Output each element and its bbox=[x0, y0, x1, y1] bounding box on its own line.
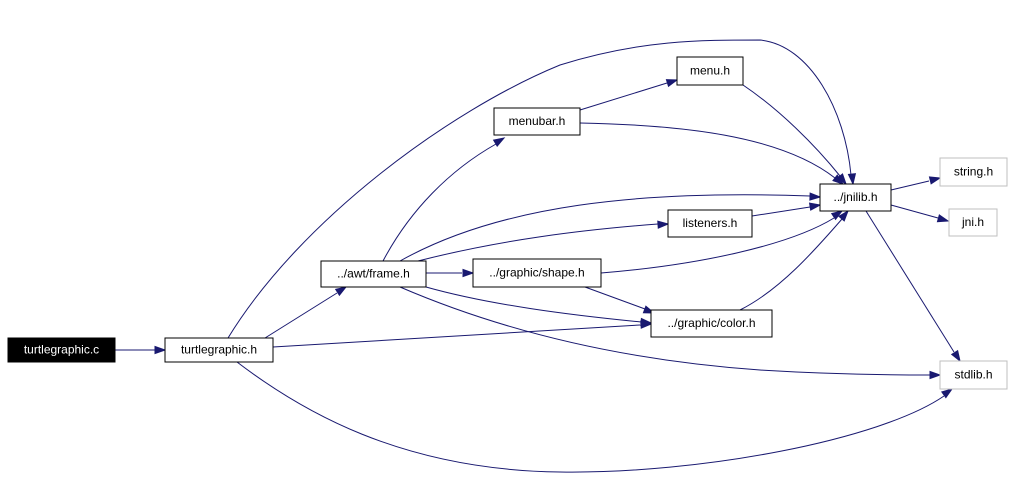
edge-turtlegraphic-h-to-color-h bbox=[272, 320, 653, 348]
edge-frame-h-to-stdlib-h bbox=[399, 286, 942, 380]
edge-turtlegraphic-c-to-turtlegraphic-h bbox=[115, 345, 167, 355]
arrowhead bbox=[462, 268, 475, 278]
node-label: turtlegraphic.h bbox=[181, 343, 257, 357]
arrowhead bbox=[809, 192, 822, 201]
node-label: ../awt/frame.h bbox=[337, 267, 410, 281]
edge-frame-h-to-listeners-h bbox=[417, 220, 670, 262]
edge-menubar-h-to-menu-h bbox=[579, 79, 679, 111]
edge-frame-h-to-jnilib-h bbox=[399, 192, 822, 262]
node-label: menubar.h bbox=[509, 114, 566, 128]
node-turtlegraphic-h[interactable]: turtlegraphic.h bbox=[164, 337, 274, 363]
edge-turtlegraphic-h-to-stdlib-h bbox=[236, 361, 954, 473]
node-label: jni.h bbox=[961, 215, 984, 229]
edge-listeners-h-to-jnilib-h bbox=[751, 202, 822, 217]
node-label: string.h bbox=[954, 165, 993, 179]
edge-shape-h-to-jnilib-h bbox=[600, 210, 844, 274]
arrowhead bbox=[640, 317, 653, 327]
edge-turtlegraphic-h-to-frame-h bbox=[264, 286, 348, 339]
edge-color-h-to-jnilib-h bbox=[739, 209, 849, 311]
arrowhead bbox=[657, 220, 670, 229]
arrowhead bbox=[847, 173, 857, 186]
node-string-h[interactable]: string.h bbox=[939, 157, 1008, 187]
node-listeners-h[interactable]: listeners.h bbox=[667, 209, 753, 238]
node-shape-h[interactable]: ../graphic/shape.h bbox=[472, 258, 602, 288]
node-stdlib-h[interactable]: stdlib.h bbox=[939, 360, 1008, 390]
node-turtlegraphic-c: turtlegraphic.c bbox=[7, 337, 116, 363]
node-label: turtlegraphic.c bbox=[24, 343, 99, 357]
node-jnilib-h[interactable]: ../jnilib.h bbox=[819, 183, 892, 212]
edge-menu-h-to-jnilib-h bbox=[742, 84, 847, 186]
edge-jnilib-h-to-stdlib-h bbox=[865, 210, 961, 363]
edge-shape-h-to-color-h bbox=[584, 286, 656, 314]
arrowhead bbox=[665, 79, 679, 88]
node-menu-h[interactable]: menu.h bbox=[676, 56, 744, 86]
arrowhead bbox=[928, 176, 942, 185]
node-menubar-h[interactable]: menubar.h bbox=[493, 107, 581, 136]
arrowhead bbox=[808, 202, 822, 211]
arrowhead bbox=[950, 349, 961, 363]
node-label: ../graphic/shape.h bbox=[489, 266, 584, 280]
arrowhead bbox=[492, 137, 506, 147]
arrowhead bbox=[929, 370, 942, 380]
node-label: ../jnilib.h bbox=[833, 190, 877, 204]
edge-turtlegraphic-h-to-jnilib-h bbox=[227, 39, 857, 339]
edge-jnilib-h-to-string-h bbox=[890, 176, 942, 191]
node-label: ../graphic/color.h bbox=[667, 316, 755, 330]
node-color-h[interactable]: ../graphic/color.h bbox=[650, 309, 773, 338]
arrowhead bbox=[941, 388, 954, 399]
edge-menubar-h-to-jnilib-h bbox=[579, 122, 845, 185]
arrowhead bbox=[838, 209, 849, 222]
edge-frame-h-to-color-h bbox=[425, 286, 653, 327]
edge-jnilib-h-to-jni-h bbox=[890, 204, 950, 223]
node-jni-h[interactable]: jni.h bbox=[948, 208, 998, 237]
node-frame-h[interactable]: ../awt/frame.h bbox=[320, 260, 427, 288]
arrowhead bbox=[836, 173, 847, 186]
arrowhead bbox=[830, 210, 844, 221]
arrowhead bbox=[154, 345, 167, 355]
arrowhead bbox=[936, 214, 950, 223]
edge-frame-h-to-shape-h bbox=[426, 268, 475, 278]
edge-frame-h-to-menubar-h bbox=[382, 137, 506, 262]
node-label: menu.h bbox=[690, 64, 730, 78]
node-label: listeners.h bbox=[683, 216, 738, 230]
arrowhead bbox=[334, 286, 348, 297]
edges-layer bbox=[115, 39, 961, 473]
node-label: stdlib.h bbox=[954, 368, 992, 382]
